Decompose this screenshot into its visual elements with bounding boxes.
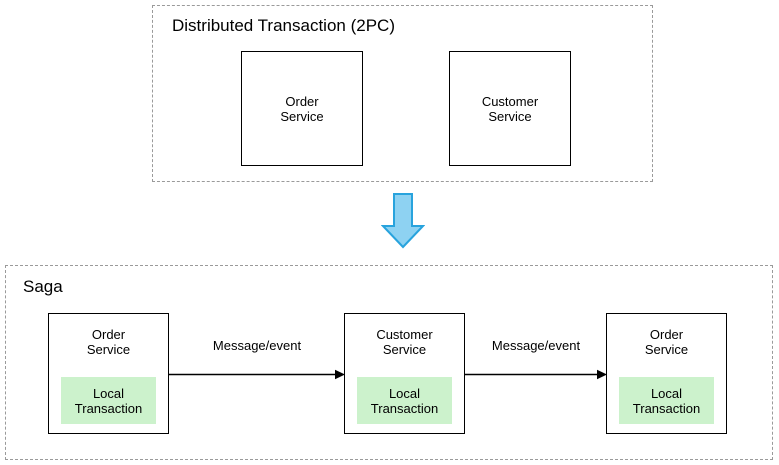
connector-arrow-2 (465, 369, 607, 380)
service-label-order-service: Order Service (644, 327, 689, 357)
connector-arrow-1 (169, 369, 345, 380)
down-arrow-icon (381, 193, 425, 249)
service-label-order-service: Order Service (86, 327, 131, 357)
group-title-saga: Saga (23, 277, 63, 296)
service-label-customer-service: Customer Service (481, 93, 539, 124)
service-box-order-service-saga-3[interactable]: Order Service Local Transaction (606, 313, 727, 434)
service-box-order-service-saga-1[interactable]: Order Service Local Transaction (48, 313, 169, 434)
connector-label-message-event-2: Message/event (491, 338, 581, 353)
service-box-order-service-2pc[interactable]: Order Service (241, 51, 363, 166)
service-label-customer-service: Customer Service (376, 327, 433, 357)
group-distributed-transaction: Distributed Transaction (2PC) (152, 5, 653, 182)
local-transaction-badge: Local Transaction (357, 377, 452, 424)
group-saga: Saga (5, 265, 773, 460)
local-transaction-badge: Local Transaction (61, 377, 156, 424)
service-label-order-service: Order Service (280, 93, 324, 124)
group-title-distributed-transaction: Distributed Transaction (2PC) (172, 16, 395, 35)
connector-label-message-event-1: Message/event (212, 338, 302, 353)
local-transaction-badge: Local Transaction (619, 377, 714, 424)
service-box-customer-service-saga-2[interactable]: Customer Service Local Transaction (344, 313, 465, 434)
service-box-customer-service-2pc[interactable]: Customer Service (449, 51, 571, 166)
